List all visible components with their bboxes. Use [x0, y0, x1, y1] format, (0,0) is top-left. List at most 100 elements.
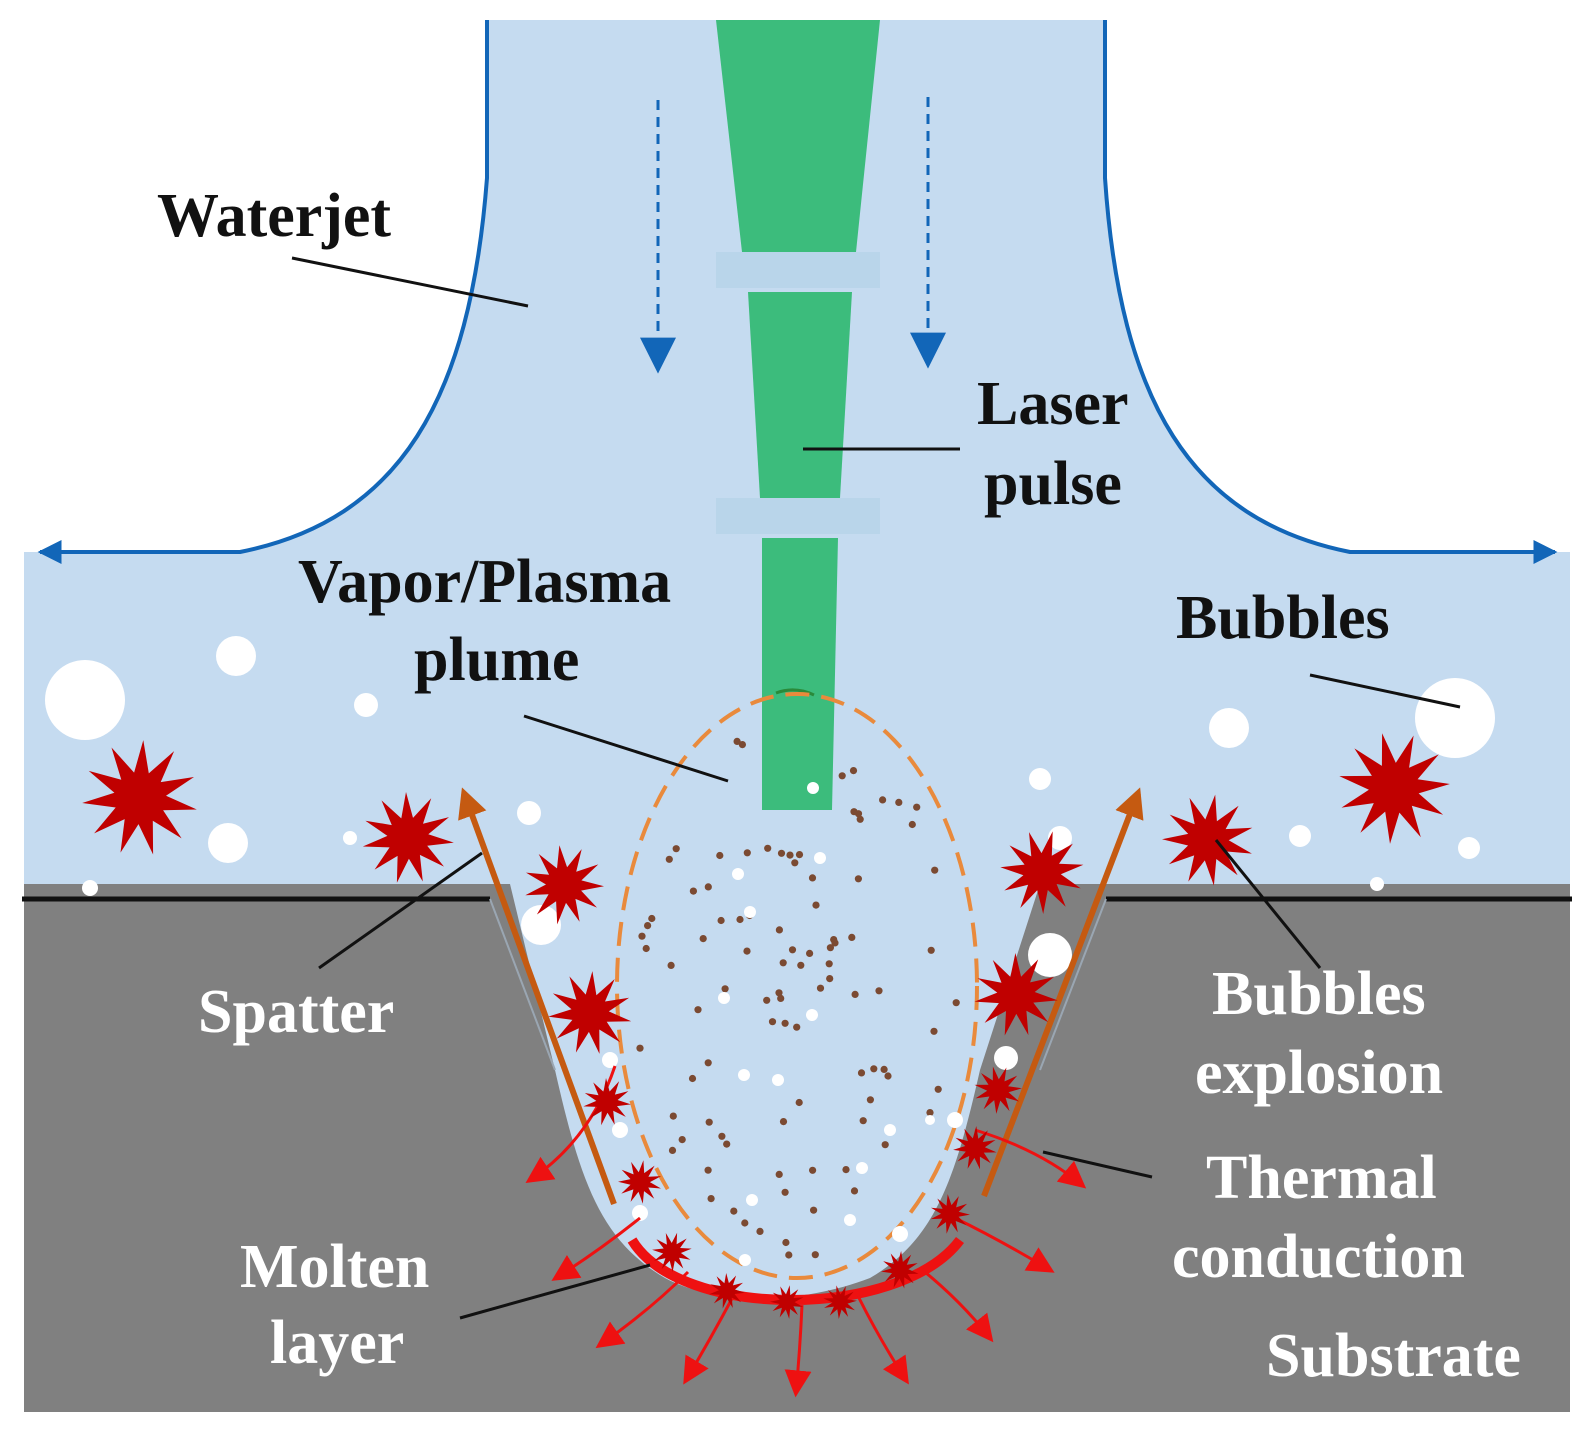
- bubble: [602, 1052, 618, 1068]
- plume-particle: [667, 961, 675, 970]
- plume-particle: [952, 999, 960, 1007]
- plume-particle: [785, 1251, 793, 1259]
- plume-particle: [672, 845, 680, 853]
- plume-particle: [775, 926, 784, 934]
- leader-lines: [291, 256, 1461, 1320]
- bubble: [1209, 708, 1249, 748]
- plume-particle: [825, 960, 833, 968]
- bubble: [739, 1254, 751, 1266]
- plume-particle: [781, 1019, 789, 1027]
- label-plume-line1: Vapor/Plasma: [298, 548, 671, 616]
- thermal-arrow: [595, 1270, 690, 1349]
- spatter-star: [362, 792, 454, 883]
- plume-particle: [736, 915, 744, 924]
- plume-particle: [768, 1018, 777, 1026]
- label-thermal-line1: Thermal: [1206, 1144, 1437, 1212]
- plume-particle: [806, 949, 814, 958]
- spatter-star: [1339, 733, 1450, 844]
- leader-explosion: [1214, 839, 1322, 969]
- spatter-star: [709, 1273, 745, 1309]
- plume-particle: [797, 961, 805, 969]
- plume-particle: [704, 1166, 712, 1174]
- plume-particle: [808, 874, 817, 882]
- plume-particle: [717, 916, 725, 925]
- label-substrate: Substrate: [1266, 1322, 1521, 1390]
- plume-particle: [842, 1166, 850, 1174]
- bubble: [632, 1205, 648, 1221]
- plume-particle: [669, 1112, 677, 1120]
- bubble: [82, 880, 98, 896]
- plume-particle: [850, 1187, 859, 1195]
- bubble: [856, 1162, 868, 1174]
- plume-particle: [851, 990, 859, 999]
- plume-particle: [809, 1166, 817, 1174]
- plume-particle: [854, 875, 863, 883]
- bubble: [994, 1046, 1018, 1070]
- plume-particle: [830, 936, 838, 944]
- plume-particle: [786, 851, 794, 859]
- plume-particle: [880, 1065, 888, 1073]
- bubble: [517, 801, 541, 825]
- bubble: [947, 1112, 963, 1128]
- plume-particle: [811, 1251, 819, 1259]
- spatter-star: [548, 971, 632, 1054]
- crater-walls: [489, 898, 1107, 1071]
- spatter-star: [618, 1160, 662, 1204]
- spatter-star: [1162, 794, 1253, 886]
- bubble: [1458, 837, 1480, 859]
- spatter-star: [953, 1126, 997, 1170]
- plume-particle: [908, 820, 916, 829]
- label-explosion-line2: explosion: [1195, 1039, 1443, 1107]
- plume-particle: [850, 808, 858, 816]
- plume-particle: [781, 1188, 789, 1196]
- bubble: [746, 1194, 758, 1206]
- thermal-arrow: [551, 1216, 641, 1281]
- bubble: [807, 782, 819, 794]
- plume-particle: [848, 933, 856, 942]
- waterjet-right-edge: [1103, 20, 1558, 564]
- thermal-arrow: [784, 1304, 812, 1398]
- leader-plume: [523, 714, 729, 783]
- plume-particle: [838, 772, 846, 780]
- bubble: [925, 1115, 935, 1125]
- bubble: [612, 1122, 628, 1138]
- bubble: [216, 636, 256, 676]
- plume-particle: [741, 1219, 749, 1227]
- bubble: [521, 905, 561, 945]
- plume-particle: [636, 1044, 644, 1052]
- bubble: [738, 1069, 750, 1081]
- leader-spatter: [318, 851, 483, 970]
- plume-particle: [931, 866, 939, 874]
- thermal-arrow: [919, 1266, 994, 1343]
- plume-particle: [810, 1206, 818, 1214]
- plume-particle: [775, 1170, 783, 1178]
- spatter-star: [974, 953, 1058, 1036]
- plume-particle: [870, 1065, 878, 1073]
- plume-particle: [927, 946, 935, 954]
- plume-particles: [636, 737, 960, 1259]
- plume-particle: [866, 1096, 875, 1104]
- spatter-stars: [82, 733, 1450, 1319]
- bubble: [1415, 678, 1495, 758]
- leader-waterjet: [291, 256, 529, 308]
- plume-particle: [826, 944, 835, 952]
- label-bubbles: Bubbles: [1176, 584, 1390, 652]
- plume-particle: [849, 767, 858, 775]
- leader-molten: [459, 1263, 651, 1320]
- vapor-plasma-plume: [615, 692, 979, 1280]
- plume-particle: [775, 989, 783, 997]
- plume-particle: [678, 1136, 686, 1144]
- spatter-star: [1000, 831, 1084, 914]
- plume-particle: [875, 987, 883, 995]
- bubble: [772, 1074, 784, 1086]
- spatter-star: [770, 1285, 804, 1319]
- plume-particle: [859, 1117, 867, 1125]
- spatter-star: [583, 1078, 631, 1126]
- spatter-arrow-left: [458, 787, 617, 1206]
- spatter-star: [525, 845, 604, 925]
- plume-particle: [689, 887, 698, 895]
- thermal-arrow: [954, 1216, 1055, 1273]
- plume-particle: [756, 1227, 764, 1235]
- plume-particle: [793, 1023, 801, 1031]
- plume-particle: [782, 1238, 790, 1247]
